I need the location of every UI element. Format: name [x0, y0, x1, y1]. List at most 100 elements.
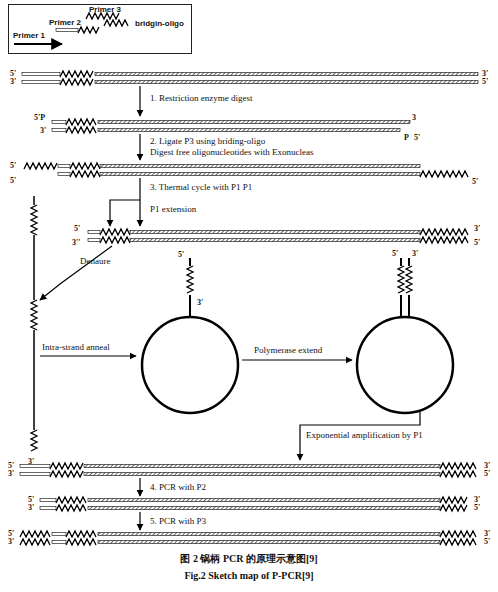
zigzag-segment — [187, 266, 193, 293]
hatched-segment — [98, 121, 410, 124]
primer-name: Primer 1 — [13, 31, 45, 40]
flow-arrow — [110, 200, 140, 226]
zigzag-segment — [24, 163, 57, 169]
open-segment — [40, 499, 56, 502]
primer-name: Primer 2 — [49, 18, 81, 27]
flow-arrow — [139, 134, 140, 160]
open-segment — [88, 239, 100, 242]
strand-end-label: 5' — [10, 69, 16, 78]
strand-end-label: 5' — [474, 503, 480, 512]
step-label: Polymerase extend — [254, 345, 322, 355]
zigzag-segment — [31, 430, 37, 451]
strand-line — [408, 258, 410, 266]
strand-end-label: 5' — [414, 133, 420, 142]
strand-end-label: 5' — [8, 529, 14, 538]
strand-end-label: 3' — [197, 298, 203, 307]
hatched-segment — [98, 129, 400, 132]
flow-arrow — [40, 355, 136, 356]
open-segment — [40, 507, 56, 510]
strand-end-label: 3' — [8, 469, 14, 478]
hatched-segment — [130, 231, 420, 234]
zigzag-segment — [440, 531, 476, 537]
zigzag-segment — [66, 539, 96, 545]
strand-end-label: 3' — [412, 249, 418, 258]
primer-segment — [56, 29, 78, 32]
flow-arrow — [139, 86, 140, 116]
hatched-segment — [95, 81, 478, 84]
hatched-segment — [84, 473, 440, 476]
hatched-segment — [84, 465, 440, 468]
zigzag-segment — [78, 27, 99, 33]
flow-arrow — [139, 178, 140, 226]
strand-line — [400, 258, 402, 266]
flow-arrow — [242, 359, 352, 360]
strand-line — [33, 235, 35, 300]
step-label: Exponential amplification by P1 — [306, 430, 423, 440]
open-segment — [20, 465, 50, 468]
hatched-segment — [95, 73, 478, 76]
strand-end-label: 3' — [474, 495, 480, 504]
zigzag-segment — [50, 471, 83, 477]
zigzag-segment — [66, 531, 96, 537]
zigzag-segment — [440, 539, 476, 545]
hatched-segment — [100, 165, 420, 168]
open-segment — [22, 81, 60, 84]
strand-line — [33, 330, 35, 430]
open-segment — [58, 173, 70, 176]
step-label: 1. Restriction enzyme digest — [150, 93, 252, 103]
strand-end-label: 3'' — [72, 238, 80, 247]
zigzag-segment — [50, 463, 83, 469]
flow-arrow — [139, 512, 140, 530]
strand-end-label: 3' — [482, 69, 488, 78]
strand-end-label: 3' — [28, 457, 34, 466]
zigzag-segment — [70, 171, 100, 177]
strand-line — [189, 258, 191, 266]
zigzag-segment — [70, 163, 100, 169]
step-label: 4. PCR with P2 — [150, 482, 206, 492]
strand-end-label: 3' — [10, 77, 16, 86]
strand-end-label: 3' — [8, 537, 14, 546]
hatched-segment — [98, 533, 440, 536]
strand-end-label: 5' — [8, 461, 14, 470]
zigzag-segment — [104, 20, 128, 26]
loop-strand — [142, 317, 238, 413]
primer-key-box: Primer 3Primer 2Primer 1bridgin-oligo — [8, 4, 192, 54]
loop-strand — [357, 317, 453, 413]
open-segment — [52, 541, 66, 544]
english-caption: Fig.2 Sketch map of P-PCR[9] — [0, 570, 498, 582]
zigzag-segment — [56, 497, 86, 503]
open-segment — [52, 129, 66, 132]
hatched-segment — [88, 507, 440, 510]
strand-end-label: 5' — [10, 176, 16, 185]
strand-end-label: 5'P — [34, 113, 45, 122]
zigzag-segment — [440, 497, 467, 503]
zigzag-segment — [31, 300, 37, 330]
strand-end-label: 5' — [178, 250, 184, 259]
zigzag-segment — [398, 266, 404, 293]
hatched-segment — [130, 239, 420, 242]
strand-end-label: 5' — [484, 537, 490, 546]
strand-end-label: 3' — [28, 503, 34, 512]
flow-arrow — [40, 246, 112, 300]
hatched-segment — [100, 173, 420, 176]
strand-end-label: 3' — [484, 529, 490, 538]
strand-end-label: 3' — [474, 224, 480, 233]
zigzag-segment — [406, 266, 412, 293]
step-label: Digest free oligonucleotides with Exonuc… — [150, 147, 313, 157]
open-segment — [58, 165, 70, 168]
open-segment — [52, 533, 66, 536]
step-label: 5. PCR with P3 — [150, 516, 206, 526]
strand-end-label: 3 — [412, 113, 416, 122]
zigzag-segment — [66, 119, 96, 125]
strand-end-label: 5' — [10, 161, 16, 170]
strand-end-label: 3' — [40, 126, 46, 135]
strand-end-label: 5' — [482, 77, 488, 86]
step-label: Intra-strand anneal — [42, 342, 110, 352]
primer-name: Primer 3 — [89, 5, 121, 14]
zigzag-segment — [440, 471, 476, 477]
zigzag-segment — [56, 505, 86, 511]
strand-end-label: P — [404, 133, 409, 142]
strand-line — [400, 295, 402, 317]
